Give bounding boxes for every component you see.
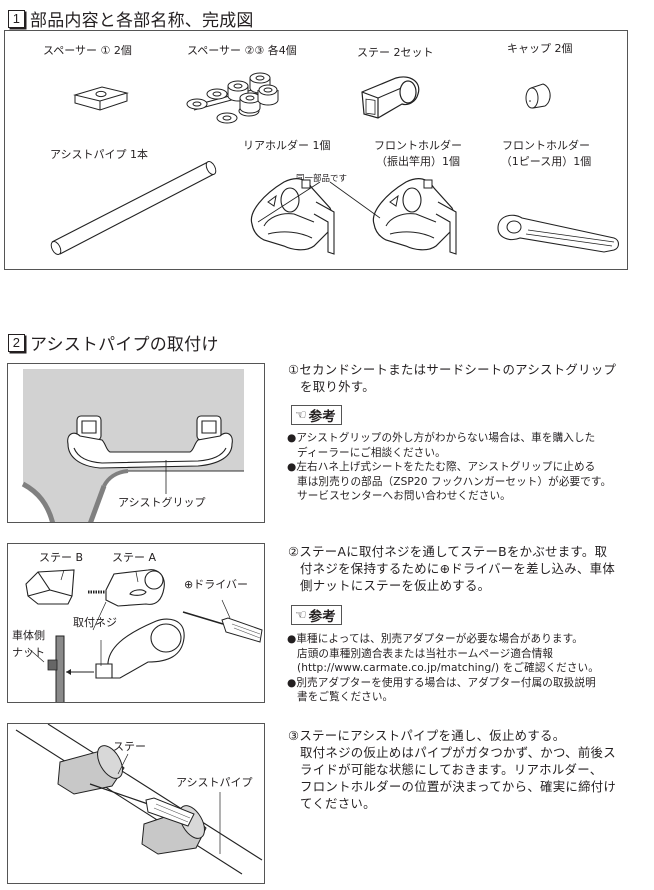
part-label-spacer-1: スペーサー ① 2個 — [43, 44, 132, 57]
assist-grip-illustration — [8, 369, 244, 522]
label-mounting-screw: 取付ネジ — [73, 616, 117, 629]
front-holder-telescopic-illustration — [366, 172, 466, 262]
part-label-front-holder-telescopic: フロントホルダー （振出竿用）1個 — [374, 139, 462, 168]
part-label-cap: キャップ 2個 — [507, 42, 573, 55]
assist-pipe-illustration — [42, 150, 222, 260]
section-2-title: アシストパイプの取付け — [30, 335, 219, 355]
section-number-badge: 1 — [8, 9, 25, 28]
pointing-hand-icon: ☜ — [295, 607, 307, 623]
step-2-figure: ステー B ステー A ⊕ドライバー 取付ネジ 車体側 ナット — [7, 543, 265, 703]
stay-assembly-illustration — [8, 544, 265, 702]
step-1-figure: アシストグリップ — [7, 363, 265, 523]
step-3-instruction: ③ステーにアシストパイプを通し、仮止めする。 取付ネジの仮止めはパイプがガタつか… — [288, 728, 617, 811]
step-1-notes: ●アシストグリップの外し方がわからない場合は、車を購入した ディーラーにご相談く… — [287, 432, 612, 503]
label-body-nut: 車体側 ナット — [12, 629, 45, 659]
section-1-title: 部品内容と各部名称、完成図 — [30, 11, 254, 31]
reference-badge: ☜ 参考 — [291, 605, 342, 625]
label-assist-pipe: アシストパイプ — [176, 776, 253, 789]
same-part-note: 同一部品です — [296, 174, 348, 184]
section-number-badge: 2 — [8, 333, 25, 352]
label-stay: ステー — [113, 740, 146, 753]
rear-holder-illustration — [244, 172, 344, 262]
carmate-matching-url: (http://www.carmate.co.jp/matching/) をご確… — [297, 662, 599, 675]
spacer-1-illustration — [72, 83, 132, 115]
label-assist-grip: アシストグリップ — [118, 496, 206, 509]
step-3-figure: ステー アシストパイプ — [7, 723, 265, 884]
part-label-spacer-2-3: スペーサー ②③ 各4個 — [187, 44, 297, 57]
label-stay-a: ステー A — [112, 551, 157, 564]
section-2-heading: 2 アシストパイプの取付け — [8, 330, 219, 355]
pipe-through-stay-illustration — [8, 724, 265, 884]
cap-illustration — [523, 80, 555, 112]
spacer-2-3-illustration — [182, 66, 278, 128]
stay-illustration — [358, 72, 424, 124]
same-part-leader-lines — [0, 0, 654, 300]
section-1-heading: 1 部品内容と各部名称、完成図 — [8, 6, 254, 31]
label-stay-b: ステー B — [39, 551, 84, 564]
part-label-rear-holder: リアホルダー 1個 — [243, 139, 331, 152]
part-label-assist-pipe: アシストパイプ 1本 — [50, 148, 149, 161]
step-2-instruction: ②ステーAに取付ネジを通してステーBをかぶせます。取 付ネジを保持するために⊕ド… — [288, 544, 616, 593]
reference-badge: ☜ 参考 — [291, 405, 342, 425]
label-phillips-driver: ⊕ドライバー — [184, 578, 248, 591]
step-1-instruction: ①セカンドシートまたはサードシートのアシストグリップ を取り外す。 — [288, 362, 617, 394]
step-2-notes: ●車種によっては、別売アダプターが必要な場合があります。 店頭の車種別適合表また… — [287, 633, 599, 704]
front-holder-1piece-illustration — [496, 208, 621, 256]
part-label-stay: ステー 2セット — [357, 46, 434, 59]
part-label-front-holder-1piece: フロントホルダー （1ピース用）1個 — [500, 139, 592, 168]
pointing-hand-icon: ☜ — [295, 407, 307, 423]
